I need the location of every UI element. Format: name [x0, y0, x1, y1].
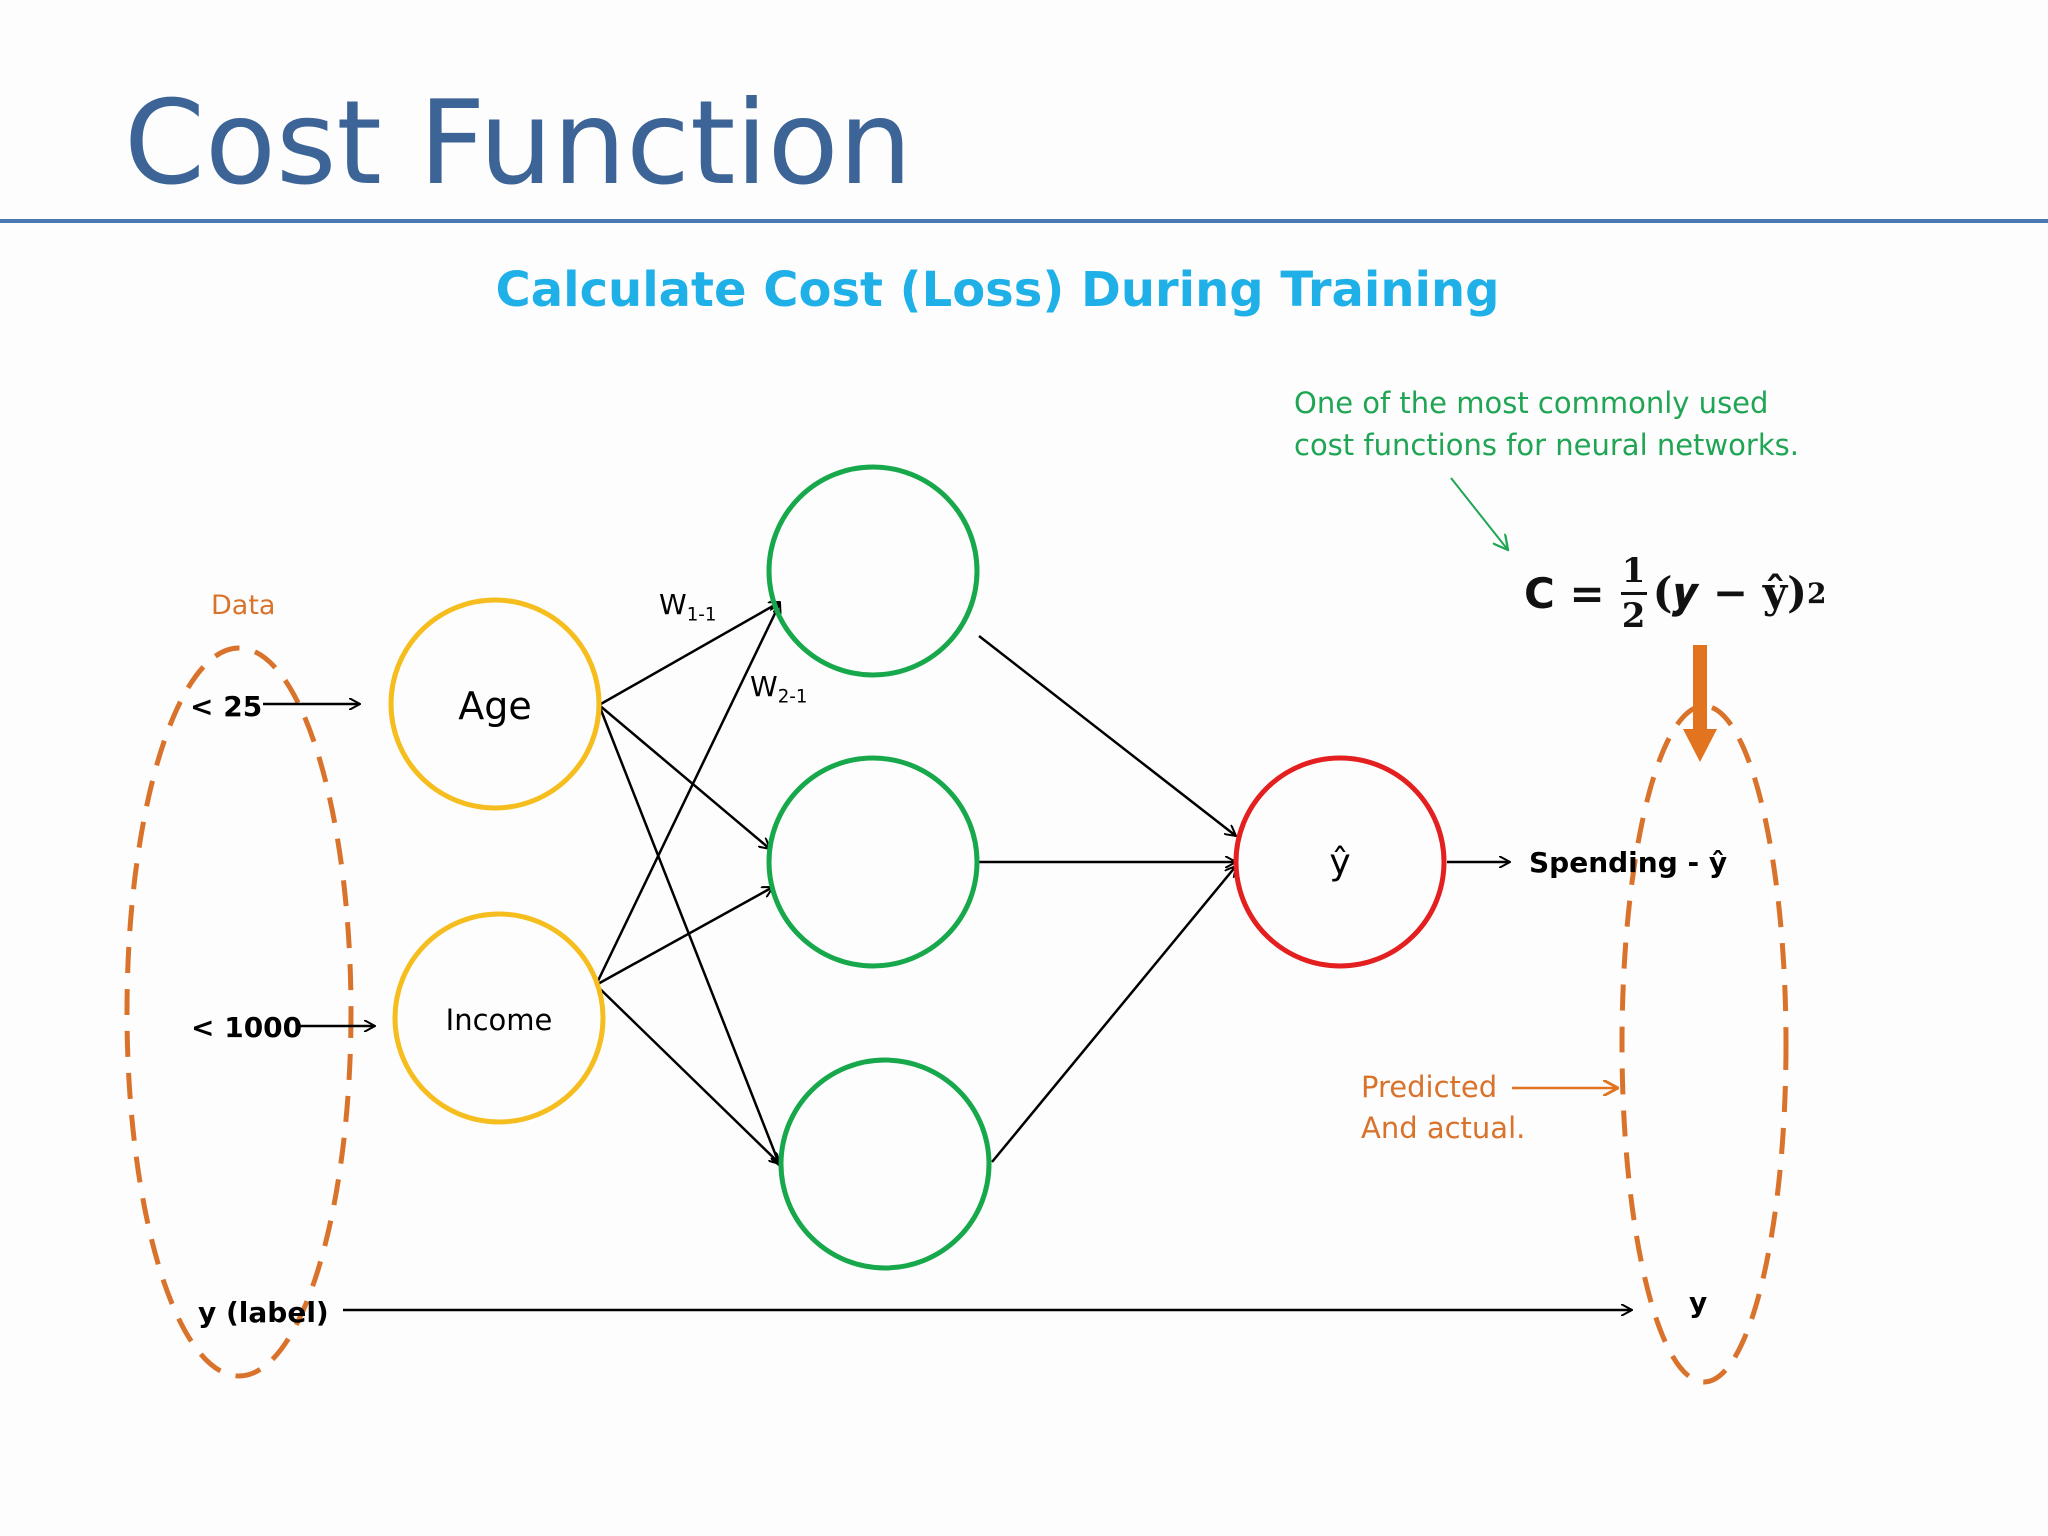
actual-y-label: y — [1689, 1286, 1708, 1319]
formula-exponent: 2 — [1806, 576, 1827, 610]
formula-numerator: 1 — [1621, 550, 1646, 591]
data-group-ellipse — [124, 645, 354, 1379]
formula-lhs: C = — [1524, 568, 1605, 618]
hidden-node-1 — [766, 464, 980, 678]
title-divider — [0, 219, 2048, 223]
predicted-line2: And actual. — [1361, 1111, 1526, 1145]
formula-body: (𝒚 − ŷ) — [1652, 568, 1807, 617]
cost-note: One of the most commonly used cost funct… — [1294, 382, 1799, 466]
predicted-note: Predicted And actual. — [1361, 1067, 1525, 1149]
comparison-group-ellipse — [1619, 703, 1789, 1385]
hidden-node-2 — [766, 755, 980, 969]
edge-income-h2 — [595, 885, 773, 987]
formula-denominator: 2 — [1621, 595, 1646, 636]
hidden-node-3 — [778, 1057, 992, 1271]
edge-age-h3 — [597, 704, 780, 1166]
fraction-bar — [1620, 591, 1647, 595]
income-node-label: Income — [445, 1003, 553, 1037]
output-node-label: ŷ — [1329, 842, 1351, 883]
edge-age-h2 — [598, 704, 770, 849]
weight-label-1: W1-1 — [659, 588, 716, 626]
input-label-value: y (label) — [198, 1296, 329, 1329]
cost-note-line2: cost functions for neural networks. — [1294, 428, 1799, 462]
weight-2-sub: 2-1 — [777, 686, 808, 708]
output-spending-label: Spending - ŷ — [1529, 846, 1728, 879]
cost-formula: C = 1 2 (𝒚 − ŷ)2 — [1524, 548, 1826, 638]
input-node-age — [388, 597, 602, 811]
edge-h1-out — [978, 635, 1236, 836]
edge-income-h3 — [595, 984, 780, 1164]
edge-income-h1 — [594, 603, 780, 986]
weight-1-sub: 1-1 — [686, 604, 717, 626]
weight-1-base: W — [659, 588, 687, 621]
weight-2-base: W — [750, 670, 778, 703]
age-node-label: Age — [458, 684, 532, 728]
cost-note-line1: One of the most commonly used — [1294, 386, 1769, 420]
formula-down-arrow — [1683, 645, 1717, 762]
output-node — [1233, 755, 1447, 969]
edge-h3-out — [991, 866, 1236, 1163]
note-arrow — [1450, 477, 1508, 550]
input-node-income — [392, 911, 606, 1125]
slide-title: Cost Function — [124, 76, 913, 211]
edge-age-h1 — [598, 600, 780, 707]
predicted-line1: Predicted — [1361, 1070, 1498, 1104]
slide-subtitle: Calculate Cost (Loss) During Training — [495, 262, 1500, 318]
input-age-value: < 25 — [190, 690, 263, 723]
weight-label-2: W2-1 — [750, 670, 807, 708]
data-label: Data — [211, 590, 276, 621]
formula-fraction: 1 2 — [1620, 550, 1647, 636]
input-income-value: < 1000 — [191, 1011, 303, 1044]
